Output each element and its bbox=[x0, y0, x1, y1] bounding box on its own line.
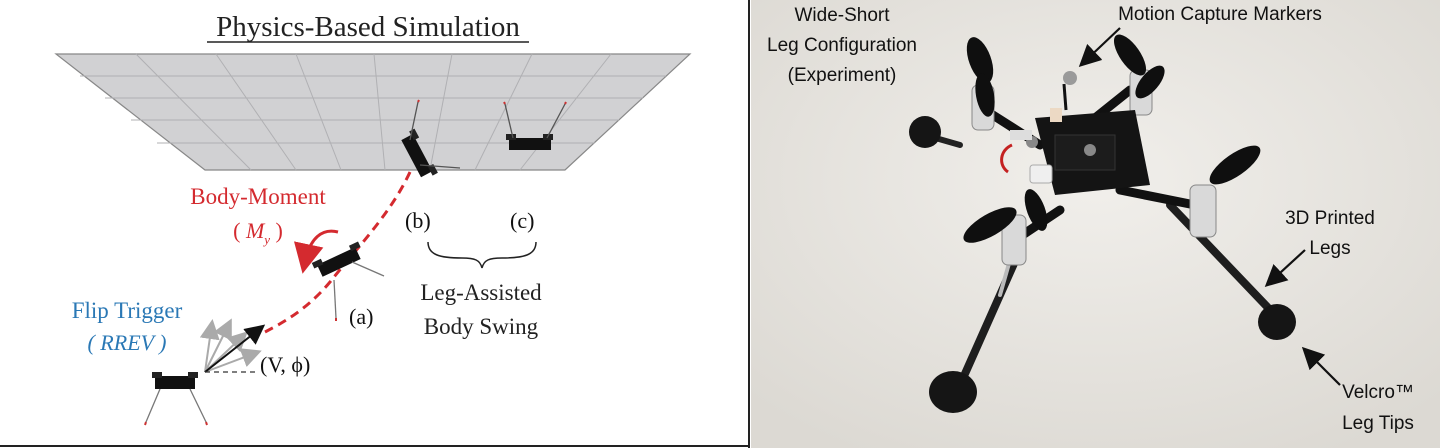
leg-tip-right bbox=[1258, 304, 1296, 340]
body-moment-symbol: ( My ) bbox=[233, 218, 283, 247]
body-moment-label: Body-Moment bbox=[190, 184, 326, 209]
legs-label-line2: Legs bbox=[1309, 238, 1350, 259]
leg-tip-front bbox=[929, 371, 977, 413]
drone-stage-c bbox=[503, 101, 567, 150]
moment-arrow bbox=[293, 229, 339, 274]
flip-trigger-label: Flip Trigger bbox=[72, 298, 183, 323]
config-label-line2: Leg Configuration bbox=[767, 35, 917, 56]
drone-stage-b bbox=[401, 99, 461, 178]
ceiling-plane bbox=[54, 53, 692, 171]
tips-label-line2: Leg Tips bbox=[1342, 413, 1414, 434]
leg-assisted-line1: Leg-Assisted bbox=[420, 280, 542, 305]
panel-title: Physics-Based Simulation bbox=[216, 11, 520, 43]
right-panel-photo: Wide-Short Leg Configuration (Experiment… bbox=[751, 0, 1440, 448]
drone-initial bbox=[144, 372, 208, 426]
drone-legs bbox=[922, 132, 1279, 389]
left-panel: Physics-Based Simulation bbox=[54, 11, 692, 426]
markers-label: Motion Capture Markers bbox=[1118, 4, 1322, 25]
leg-tip-left bbox=[909, 116, 941, 148]
legs-label-line1: 3D Printed bbox=[1285, 208, 1375, 229]
config-label-line1: Wide-Short bbox=[794, 5, 890, 26]
stage-brace bbox=[427, 241, 537, 269]
arrow-icon bbox=[1078, 27, 1341, 386]
velocity-label: (V, ϕ) bbox=[260, 352, 310, 377]
propeller-icon bbox=[963, 34, 1261, 243]
stage-c-label: (c) bbox=[510, 208, 534, 233]
tips-label-line1: Velcro™ bbox=[1342, 382, 1414, 403]
velocity-vectors bbox=[199, 318, 266, 373]
stage-a-label: (a) bbox=[349, 304, 373, 329]
flip-trigger-symbol: ( RREV ) bbox=[87, 330, 166, 355]
config-label-line3: (Experiment) bbox=[788, 65, 897, 86]
trajectory-path bbox=[264, 171, 412, 334]
stage-b-label: (b) bbox=[405, 208, 431, 233]
drone-body bbox=[1000, 71, 1150, 195]
drone-stage-a bbox=[311, 241, 385, 321]
leg-assisted-line2: Body Swing bbox=[424, 314, 539, 339]
